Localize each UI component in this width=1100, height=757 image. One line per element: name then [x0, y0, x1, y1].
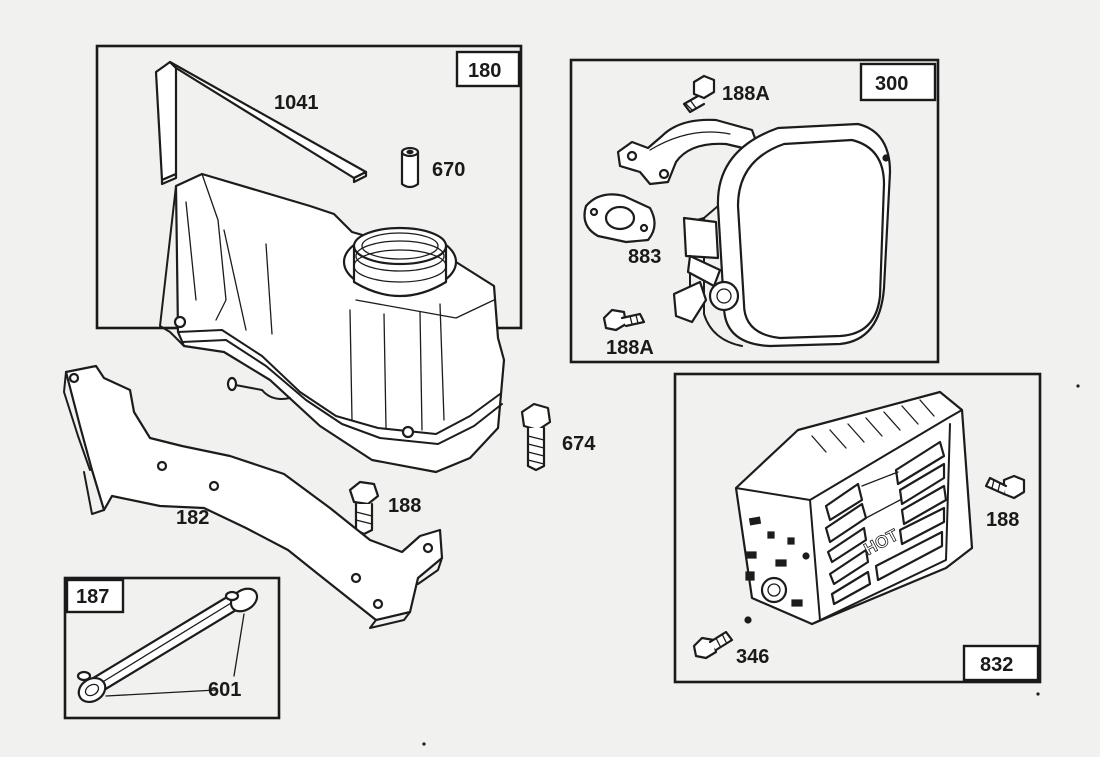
gasket-883 [583, 193, 656, 244]
muffler-guard: HOT [734, 390, 974, 626]
screw-188-tank [348, 480, 380, 536]
box-187-frame [63, 576, 281, 720]
label-601: 601 [208, 679, 241, 701]
label-188-guard: 188 [986, 509, 1019, 531]
label-188a-top: 188A [722, 83, 770, 105]
label-188-tank: 188 [388, 495, 421, 517]
fuel-line-group: 187 601 [63, 576, 281, 720]
label-883: 883 [628, 246, 661, 268]
guard-grill [824, 440, 948, 606]
fuel-tank-group: 180 1041 670 [95, 44, 523, 474]
box-187-number: 187 [76, 586, 109, 608]
box-187-tag [65, 578, 125, 614]
fuel-line-hose [76, 587, 259, 704]
scan-specks [422, 384, 1080, 746]
label-346: 346 [736, 646, 769, 668]
guard-top-slots [811, 399, 935, 453]
label-674: 674 [562, 433, 596, 455]
leader-601-b [233, 613, 245, 677]
box-832-number: 832 [980, 654, 1013, 676]
label-670: 670 [432, 159, 465, 181]
box-300-frame [569, 58, 940, 364]
screw-188a-bottom [602, 308, 646, 332]
screw-188a-top [682, 74, 716, 114]
screw-188-guard [984, 474, 1026, 500]
label-188a-bottom: 188A [606, 337, 654, 359]
leader-601-a [105, 689, 217, 697]
label-1041: 1041 [274, 92, 319, 114]
screw-346 [692, 630, 734, 660]
box-300-tag [859, 62, 937, 102]
fuel-tank [159, 172, 506, 474]
tank-bracket-1041 [154, 60, 368, 186]
box-180-number: 180 [468, 60, 501, 82]
box-180-tag [455, 50, 521, 88]
tank-support-182 [63, 364, 444, 629]
box-300-number: 300 [875, 73, 908, 95]
bolt-674 [520, 402, 552, 472]
muffler-group: 300 188A 883 [569, 58, 940, 364]
muffler-guard-group: 832 HOT [673, 372, 1042, 684]
bushing-670 [400, 146, 420, 189]
muffler [672, 122, 892, 348]
box-832-frame [673, 372, 1042, 684]
label-182: 182 [176, 507, 209, 529]
box-832-tag [962, 644, 1040, 682]
